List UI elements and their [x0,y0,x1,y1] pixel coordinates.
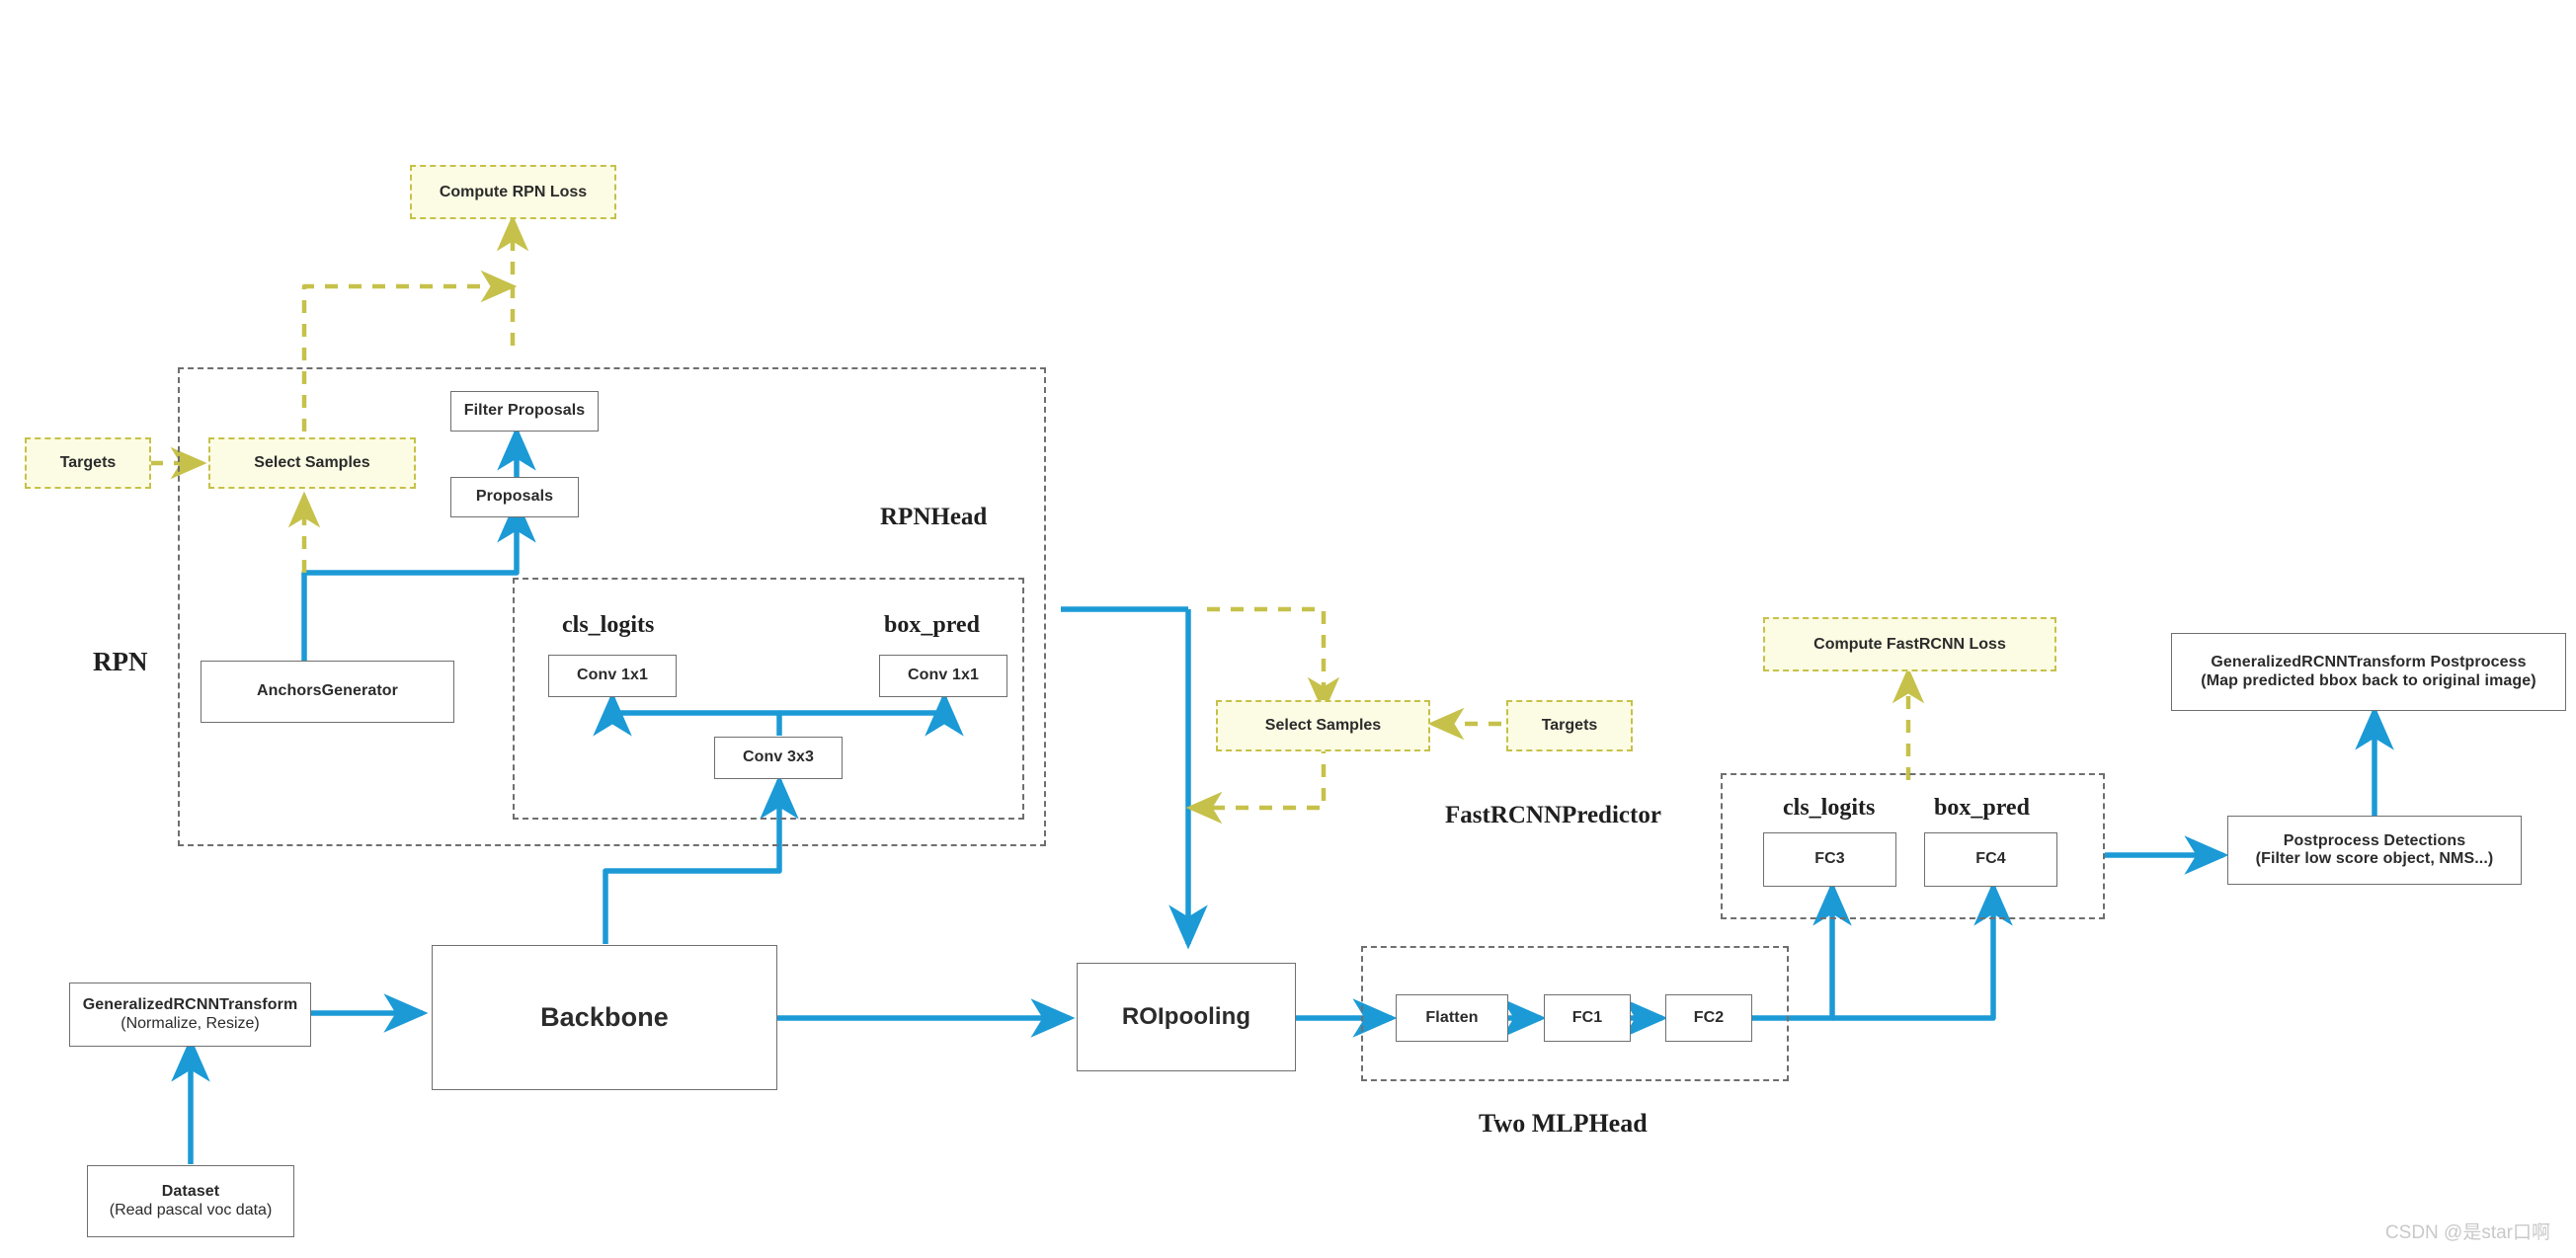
node-label-secondary: (Filter low score object, NMS...) [2255,850,2494,867]
node-label-secondary: (Read pascal voc data) [109,1201,273,1219]
node-label: Compute RPN Loss [439,183,588,200]
node-flatten[interactable]: Flatten [1396,994,1508,1042]
node-compute-fastrcnn-loss[interactable]: Compute FastRCNN Loss [1763,617,2056,671]
node-label-primary: Dataset [161,1183,220,1201]
rpn-frame [178,367,1046,846]
caption-rpn-head: RPNHead [880,504,988,530]
node-fc1[interactable]: FC1 [1544,994,1631,1042]
two-mlp-head-frame [1361,946,1789,1081]
node-rpn-cls-conv1x1[interactable]: Conv 1x1 [548,655,677,697]
node-label: Targets [59,454,117,471]
node-label: FC4 [1975,850,2006,868]
node-fast-select-samples[interactable]: Select Samples [1216,700,1430,751]
fastrcnn-predictor-frame [1721,773,2105,919]
caption-fast-box-pred: box_pred [1934,795,2030,821]
node-label: Flatten [1425,1008,1479,1026]
node-rpn-box-conv1x1[interactable]: Conv 1x1 [879,655,1007,697]
caption-rpn: RPN [93,647,148,676]
node-proposals[interactable]: Proposals [450,477,579,517]
node-label: Filter Proposals [463,402,586,420]
node-label: Conv 1x1 [908,667,979,684]
node-postprocess-detections[interactable]: Postprocess Detections (Filter low score… [2227,816,2522,885]
node-label-primary: GeneralizedRCNNTransform Postprocess [2211,654,2527,671]
node-transform-postprocess[interactable]: GeneralizedRCNNTransform Postprocess (Ma… [2171,633,2566,711]
node-label: Proposals [475,488,554,506]
node-label: Targets [1541,717,1598,734]
node-rpn-conv3x3[interactable]: Conv 3x3 [714,737,843,779]
node-label: FC3 [1814,850,1845,868]
node-anchors-generator[interactable]: AnchorsGenerator [201,661,454,723]
node-label: ROIpooling [1121,1003,1251,1031]
node-label: FC2 [1693,1008,1725,1026]
node-backbone[interactable]: Backbone [432,945,777,1090]
caption-fastrcnn-predictor: FastRCNNPredictor [1445,802,1661,828]
node-label-secondary: (Normalize, Resize) [121,1014,260,1032]
node-label: Select Samples [1264,717,1382,734]
node-transform[interactable]: GeneralizedRCNNTransform (Normalize, Res… [69,983,311,1047]
node-label: Compute FastRCNN Loss [1813,635,2006,653]
node-label: Conv 1x1 [577,667,648,684]
node-fc2[interactable]: FC2 [1665,994,1752,1042]
caption-fast-cls-logits: cls_logits [1783,795,1876,821]
node-dataset[interactable]: Dataset (Read pascal voc data) [87,1165,294,1237]
node-label: Conv 3x3 [743,748,814,766]
node-rpn-select-samples[interactable]: Select Samples [208,437,416,489]
node-fast-targets[interactable]: Targets [1506,700,1633,751]
node-fc4[interactable]: FC4 [1924,832,2057,887]
node-compute-rpn-loss[interactable]: Compute RPN Loss [410,165,616,219]
node-label: FC1 [1571,1008,1603,1026]
node-label-primary: GeneralizedRCNNTransform [82,996,298,1014]
node-label-secondary: (Map predicted bbox back to original ima… [2201,671,2536,689]
watermark: CSDN @是star口啊 [2384,1222,2550,1243]
caption-rpn-cls-logits: cls_logits [562,612,655,638]
caption-two-mlp-head: Two MLPHead [1479,1109,1648,1138]
node-filter-proposals[interactable]: Filter Proposals [450,391,599,432]
node-label: Select Samples [254,454,370,471]
node-label: Backbone [540,1001,669,1032]
rpn-head-frame [513,578,1024,820]
node-rpn-targets[interactable]: Targets [25,437,151,489]
node-roipooling[interactable]: ROIpooling [1077,963,1296,1071]
node-fc3[interactable]: FC3 [1763,832,1896,887]
node-label-primary: Postprocess Detections [2283,831,2466,849]
node-label: AnchorsGenerator [257,682,398,700]
caption-rpn-box-pred: box_pred [884,612,980,638]
